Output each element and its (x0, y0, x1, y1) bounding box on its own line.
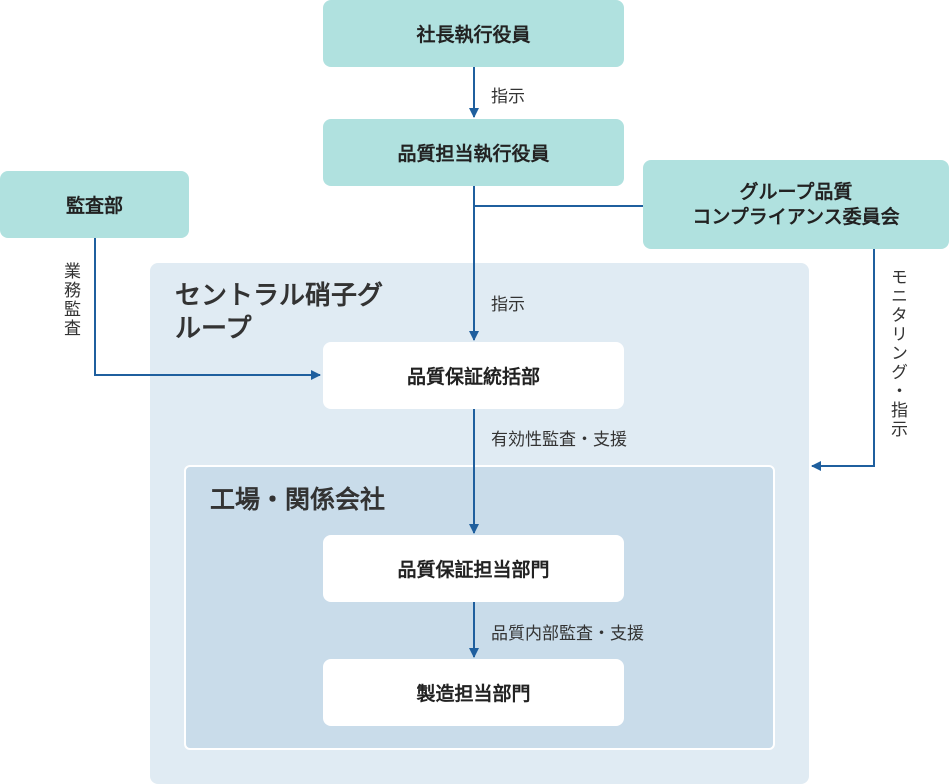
central-glass-group-title: セントラル硝子グループ (175, 281, 384, 344)
qa-division-label: 品質保証統括部 (406, 366, 540, 388)
qa-division-box: 品質保証統括部 (323, 342, 624, 409)
compliance-committee-box: グループ品質 コンプライアンス委員会 (643, 160, 949, 249)
qa-section-box: 品質保証担当部門 (323, 535, 624, 602)
qa-section-label: 品質保証担当部門 (397, 559, 550, 581)
president-label: 社長執行役員 (416, 24, 531, 46)
manufacturing-label: 製造担当部門 (416, 683, 531, 705)
monitoring-label: モニタリング・指示 (887, 268, 907, 439)
manufacturing-box: 製造担当部門 (323, 659, 624, 726)
arrow-committee-to-group (811, 249, 875, 471)
effectiveness-audit-label: 有効性監査・支援 (491, 430, 627, 450)
internal-audit-label: 品質内部監査・支援 (491, 624, 644, 644)
arrow-audit-to-qa-division (94, 238, 321, 380)
quality-officer-box: 品質担当執行役員 (323, 119, 624, 186)
audit-department-box: 監査部 (0, 171, 189, 238)
committee-label-line1: グループ品質 (739, 180, 853, 203)
audit-department-label: 監査部 (65, 195, 123, 217)
president-box: 社長執行役員 (323, 0, 624, 67)
plants-affiliates-title: 工場・関係会社 (210, 485, 386, 514)
business-audit-label: 業務監査 (60, 262, 80, 338)
instruct-label-1: 指示 (491, 87, 525, 107)
quality-officer-label: 品質担当執行役員 (397, 143, 550, 165)
instruct-label-2: 指示 (491, 295, 525, 315)
committee-label-line2: コンプライアンス委員会 (692, 205, 900, 228)
